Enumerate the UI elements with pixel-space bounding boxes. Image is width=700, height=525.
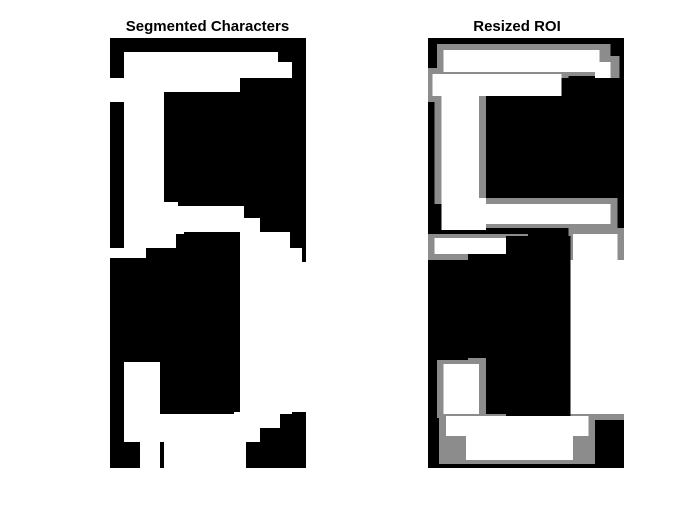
right-axes-title: Resized ROI [473, 18, 561, 35]
left-axes-title: Segmented Characters [125, 18, 290, 35]
resized-roi-image [428, 38, 624, 468]
segmented-character-image [110, 38, 306, 468]
